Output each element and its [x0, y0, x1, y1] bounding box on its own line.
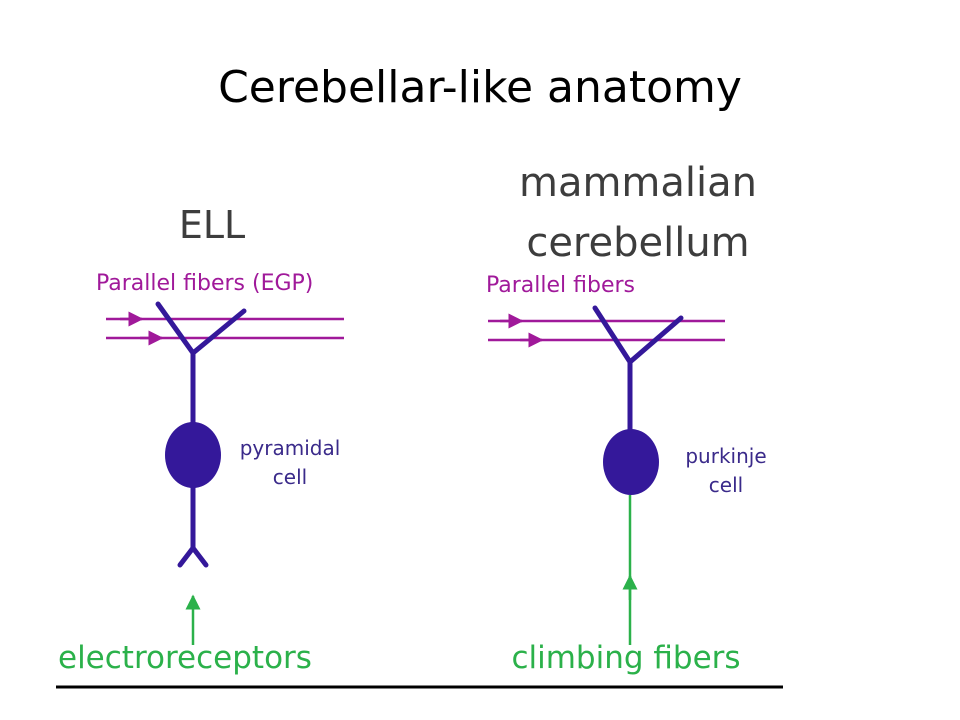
- cerebellum-parallel-fibers-label: Parallel fibers: [486, 273, 635, 298]
- purkinje-cell-label-line1: purkinje: [685, 444, 766, 468]
- ell-panel: ELL Parallel fibers (EGP) pyramidal cell…: [58, 203, 344, 676]
- pyramidal-cell-label-line2: cell: [273, 465, 307, 489]
- ell-parallel-fibers-label: Parallel fibers (EGP): [96, 271, 313, 296]
- electroreceptors-label: electroreceptors: [58, 640, 312, 676]
- pyramidal-cell: [155, 301, 247, 568]
- ell-heading: ELL: [179, 203, 245, 247]
- purkinje-cell-label-line2: cell: [709, 473, 743, 497]
- slide-title: Cerebellar-like anatomy: [218, 62, 742, 113]
- climbing-fibers-label: climbing fibers: [511, 640, 740, 676]
- cerebellum-heading-line2: cerebellum: [526, 220, 749, 266]
- purkinje-cell: [592, 305, 684, 435]
- purkinje-cell-body: [603, 429, 659, 495]
- cerebellum-heading-line1: mammalian: [519, 160, 757, 206]
- cerebellum-panel: mammalian cerebellum Parallel fibers pur…: [486, 160, 767, 676]
- pyramidal-cell-label-line1: pyramidal: [240, 436, 341, 460]
- pyramidal-cell-body: [165, 422, 221, 488]
